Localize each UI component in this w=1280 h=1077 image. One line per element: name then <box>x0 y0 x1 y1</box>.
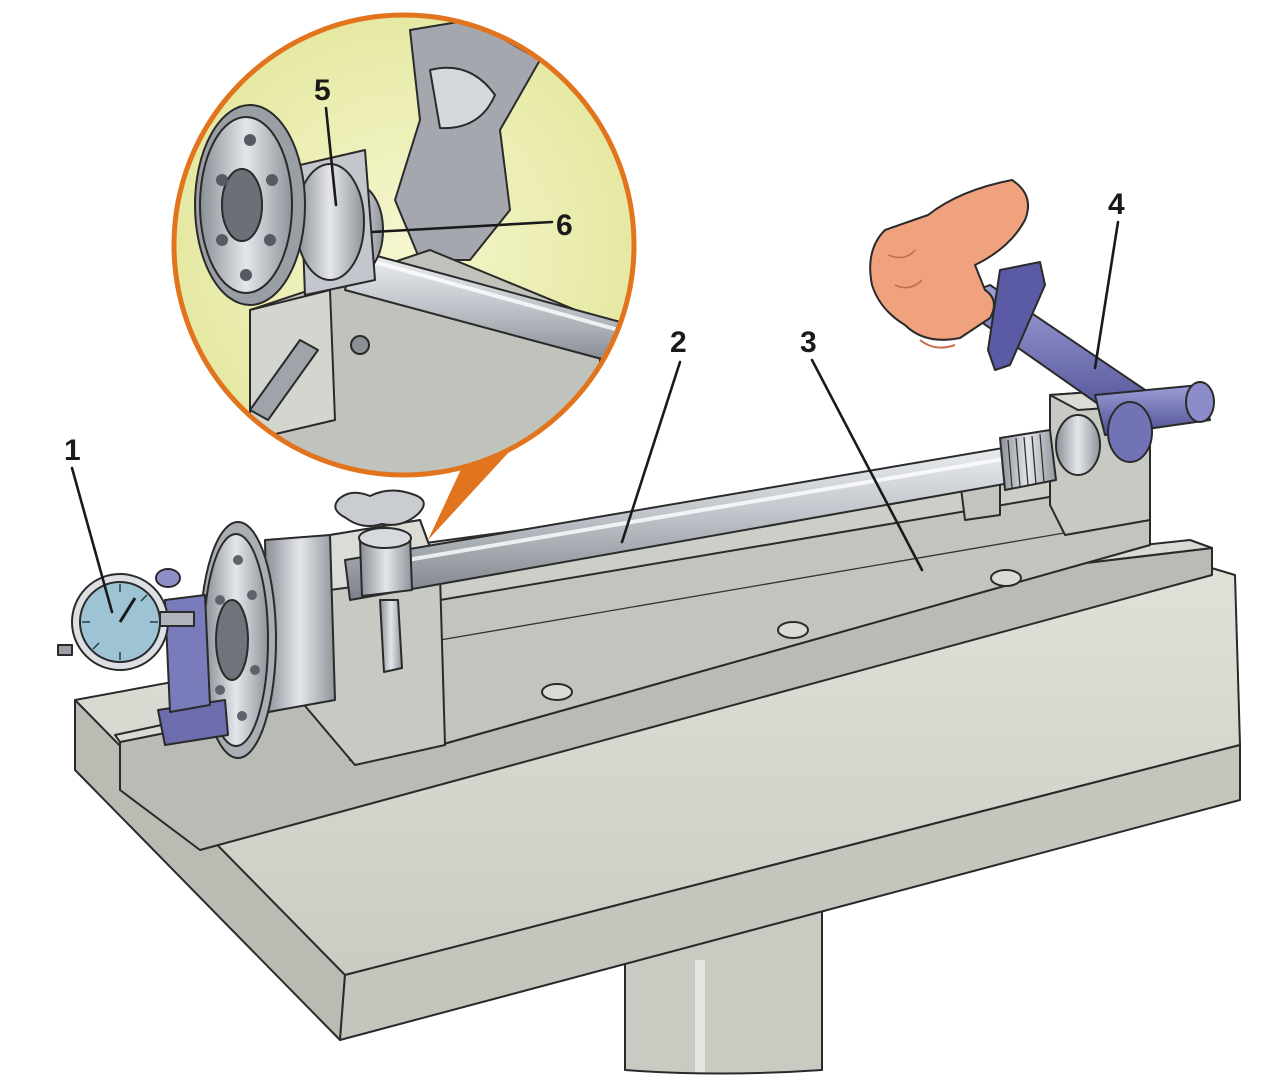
flange-bolt-holes <box>215 555 260 721</box>
dial-ticks <box>82 584 158 660</box>
axle-shaft <box>344 414 1101 601</box>
spline-teeth <box>1007 433 1045 489</box>
detail-callout <box>171 12 637 478</box>
label-4: 4 <box>1108 188 1125 221</box>
label-2: 2 <box>670 326 687 359</box>
bolt-heads <box>541 569 1022 701</box>
turning-lever <box>949 261 1215 463</box>
callout-pointer <box>428 440 520 540</box>
dial-gauge-icon <box>57 568 229 746</box>
hand-icon <box>869 179 1029 349</box>
label-5: 5 <box>314 74 331 107</box>
clamp-screw <box>334 489 425 673</box>
wheel-hub-flange <box>199 521 336 759</box>
leader-lines <box>70 106 1120 614</box>
label-3: 3 <box>800 326 817 359</box>
fixture-base <box>114 389 1213 851</box>
label-1: 1 <box>64 434 81 467</box>
label-6: 6 <box>556 209 573 242</box>
callout-flange-holes <box>216 134 278 281</box>
